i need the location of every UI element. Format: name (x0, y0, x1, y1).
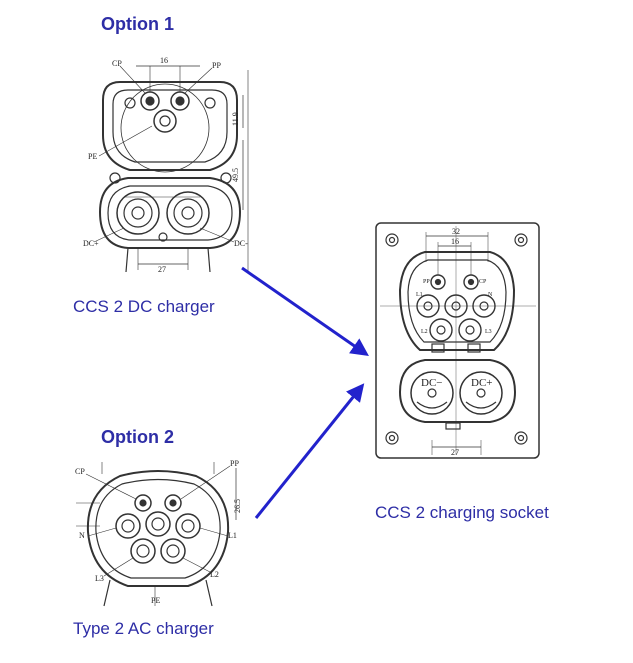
socket-l1-label: L1 (416, 292, 423, 298)
opt2-pe-label: PE (151, 596, 160, 605)
opt1-dc-minus-label: DC- (234, 239, 248, 248)
socket-n-label: N (488, 292, 493, 298)
opt2-pp-label: PP (230, 459, 239, 468)
ccs2-socket-caption: CCS 2 charging socket (375, 503, 549, 522)
opt1-dc-plus-label: DC+ (83, 239, 99, 248)
opt2-l1-label: L1 (228, 531, 237, 540)
opt1-pe-label: PE (88, 152, 97, 161)
arrow-option1-to-socket (241, 266, 369, 357)
socket-l2-label: L2 (421, 329, 428, 335)
opt1-pp-label: PP (212, 61, 221, 70)
type2-ac-charger-caption: Type 2 AC charger (73, 619, 214, 638)
arrow-option2-to-socket (254, 383, 365, 519)
socket-dim-32: 32 (452, 227, 460, 236)
opt2-cp-label: CP (75, 467, 85, 476)
opt1-dim-16: 16 (160, 56, 168, 65)
socket-dim-16: 16 (451, 237, 459, 246)
opt1-dim-27: 27 (158, 265, 166, 274)
opt1-cp-label: CP (112, 59, 122, 68)
opt2-n-label: N (79, 531, 85, 540)
socket-l3-label: L3 (485, 329, 492, 335)
ccs2-dc-charger-caption: CCS 2 DC charger (73, 297, 215, 316)
socket-dim-27: 27 (451, 448, 459, 457)
opt1-dim-49-5: 49.5 (231, 168, 240, 182)
opt1-dim-11-9: 11.9 (231, 112, 240, 126)
ccs2-socket-drawing (375, 222, 540, 459)
socket-dc-minus-label: DC− (421, 377, 442, 389)
option1-heading: Option 1 (101, 14, 174, 34)
type2-ac-connector-drawing (76, 462, 237, 607)
socket-pp-label: PP (423, 279, 430, 285)
option2-heading: Option 2 (101, 427, 174, 447)
opt2-l2-label: L2 (210, 570, 219, 579)
opt2-dim-26-5: 26.5 (233, 499, 242, 513)
opt2-l3-label: L3 (95, 574, 104, 583)
socket-cp-label: CP (479, 279, 487, 285)
socket-dc-plus-label: DC+ (471, 377, 492, 389)
ccs2-dc-connector-drawing (93, 65, 249, 273)
